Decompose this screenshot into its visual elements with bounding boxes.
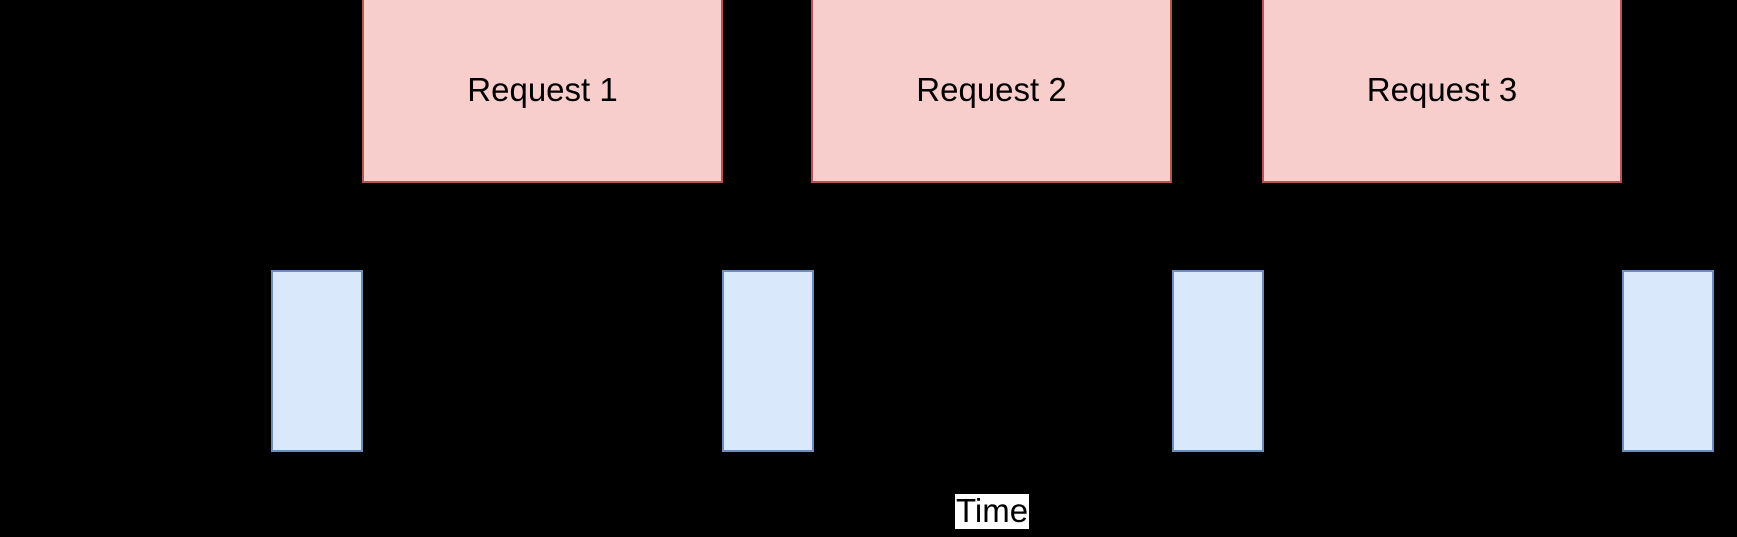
timeline-tick-box[interactable]	[1622, 270, 1714, 452]
request-box-label: Request 3	[1366, 71, 1518, 109]
time-axis-label: Time	[955, 492, 1030, 529]
timeline-tick-box[interactable]	[271, 270, 363, 452]
request-box-label: Request 2	[916, 71, 1067, 109]
timeline-tick-box[interactable]	[722, 270, 814, 452]
request-box-label: Request 1	[467, 71, 618, 109]
request-box[interactable]: Request 3	[1262, 0, 1622, 183]
timeline-tick-box[interactable]	[1172, 270, 1264, 452]
request-box[interactable]: Request 1	[362, 0, 723, 183]
request-box[interactable]: Request 2	[811, 0, 1172, 183]
